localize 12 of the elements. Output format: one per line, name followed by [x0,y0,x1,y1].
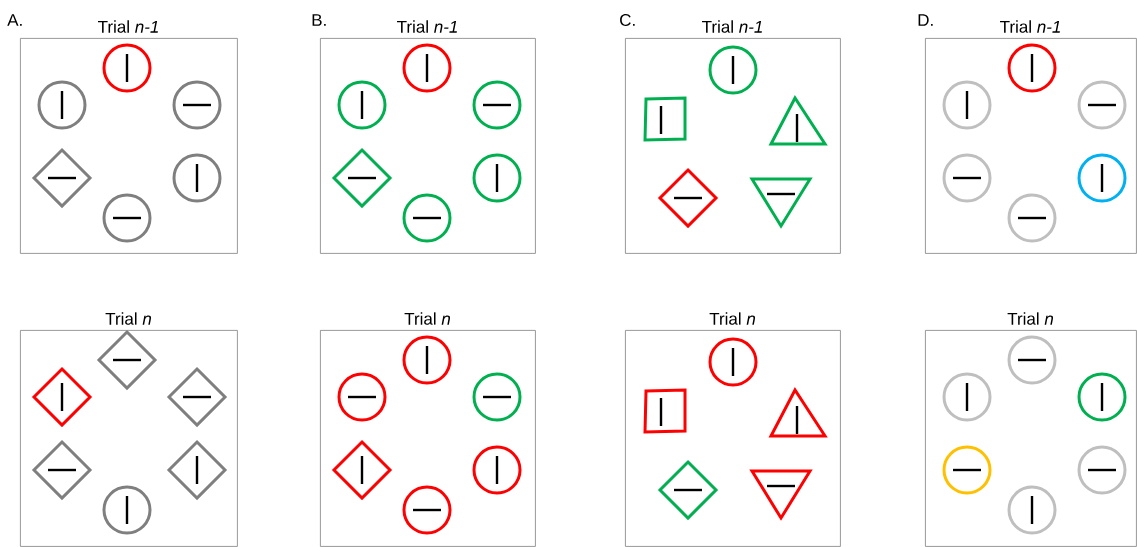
panel-title: Trial n-1 [702,20,762,33]
panel-title: Trial n-1 [397,20,457,33]
panel-title: Trial n [1007,312,1054,325]
panel-title: Trial n [709,312,756,325]
panel-title: Trial n [404,312,451,325]
panel-letter: A. [7,14,22,26]
panel-letter: C. [620,14,635,26]
panel-letter: B. [312,14,326,26]
panel-letter: D. [918,14,933,26]
panel-title: Trial n-1 [98,20,158,33]
panel-title: Trial n-1 [1000,20,1060,33]
panel-title: Trial n [105,312,152,325]
